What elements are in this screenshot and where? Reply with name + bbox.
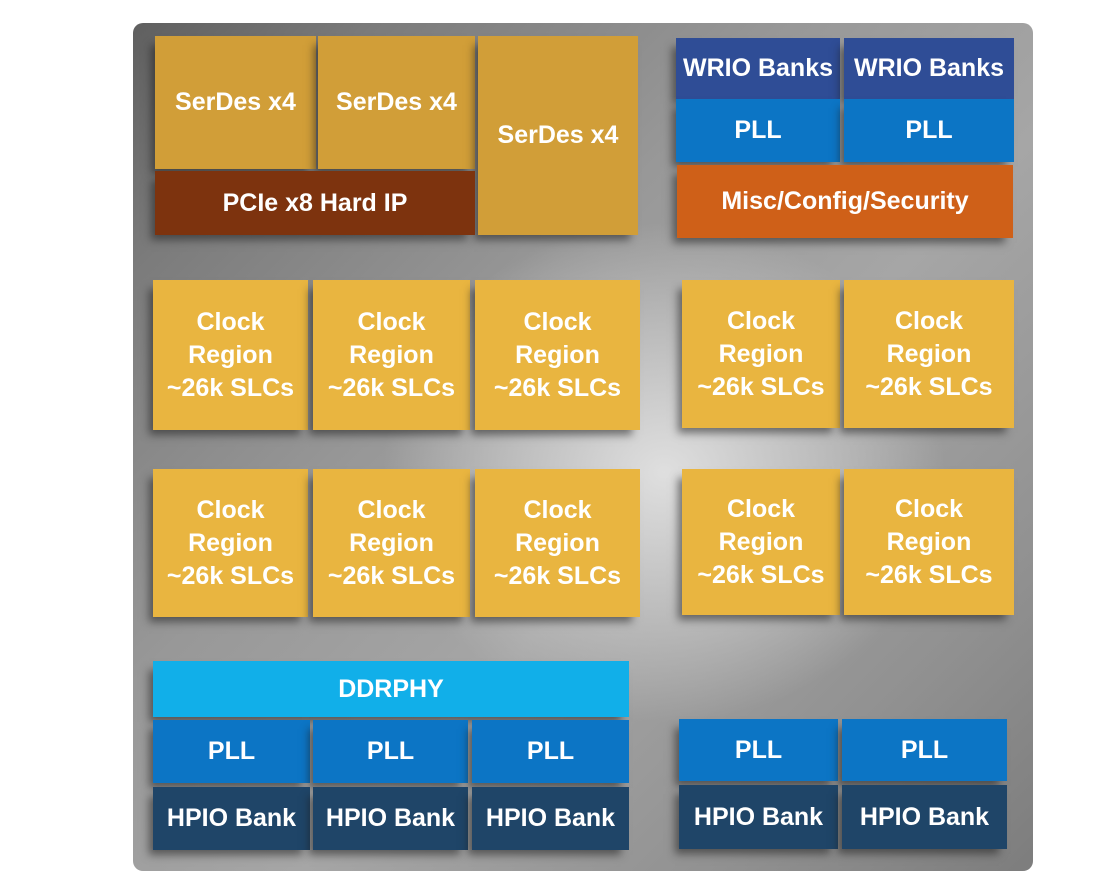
clock-region-line-1: Clock bbox=[523, 495, 592, 524]
clock-region-label: Clock Region ~26k SLCs bbox=[328, 306, 455, 405]
clock-region-line-1: Clock bbox=[726, 306, 796, 335]
block-serdes-2: SerDes x4 bbox=[318, 36, 475, 169]
block-hpio-bank-3: HPIO Bank bbox=[472, 787, 629, 850]
hpio-bank-label: HPIO Bank bbox=[859, 802, 990, 831]
pll-label: PLL bbox=[734, 116, 782, 144]
clock-region-line-1: Clock bbox=[357, 495, 426, 524]
block-pll-bottom-right-1: PLL bbox=[679, 719, 838, 781]
clock-region-line-2: Region bbox=[515, 340, 600, 369]
hpio-bank-label: HPIO Bank bbox=[325, 804, 456, 832]
block-misc-config-security: Misc/Config/Security bbox=[677, 165, 1013, 238]
clock-region-line-3: ~26k SLCs bbox=[327, 561, 456, 590]
clock-region-label: Clock Region ~26k SLCs bbox=[167, 306, 294, 405]
block-ddrphy: DDRPHY bbox=[153, 661, 629, 717]
serdes-label: SerDes x4 bbox=[175, 88, 296, 116]
clock-region-line-3: ~26k SLCs bbox=[865, 560, 993, 589]
hpio-bank-label: HPIO Bank bbox=[485, 804, 616, 832]
clock-region-line-2: Region bbox=[886, 527, 972, 556]
clock-region-line-3: ~26k SLCs bbox=[327, 373, 456, 402]
block-hpio-bank-4: HPIO Bank bbox=[679, 785, 838, 849]
block-hpio-bank-5: HPIO Bank bbox=[842, 785, 1007, 849]
clock-region-label: Clock Region ~26k SLCs bbox=[494, 494, 621, 593]
clock-region-line-3: ~26k SLCs bbox=[166, 561, 295, 590]
clock-region-line-3: ~26k SLCs bbox=[697, 560, 825, 589]
pll-label: PLL bbox=[526, 737, 575, 765]
block-serdes-3: SerDes x4 bbox=[478, 36, 638, 235]
clock-region-line-3: ~26k SLCs bbox=[166, 373, 295, 402]
block-hpio-bank-1: HPIO Bank bbox=[153, 787, 310, 850]
pll-label: PLL bbox=[366, 737, 415, 765]
clock-region-line-1: Clock bbox=[523, 307, 592, 336]
clock-region-line-2: Region bbox=[718, 339, 804, 368]
chip-die-floorplan: SerDes x4 SerDes x4 SerDes x4 PCIe x8 Ha… bbox=[133, 23, 1033, 871]
clock-region-line-3: ~26k SLCs bbox=[865, 372, 993, 401]
block-clock-region-10: Clock Region ~26k SLCs bbox=[844, 469, 1014, 615]
clock-region-line-2: Region bbox=[188, 528, 273, 557]
pll-label: PLL bbox=[900, 735, 949, 764]
serdes-label: SerDes x4 bbox=[497, 121, 619, 149]
block-pll-bottom-left-3: PLL bbox=[472, 720, 629, 783]
clock-region-line-1: Clock bbox=[894, 494, 964, 523]
clock-region-line-2: Region bbox=[349, 528, 434, 557]
block-pll-top-1: PLL bbox=[676, 99, 840, 162]
clock-region-line-1: Clock bbox=[196, 307, 265, 336]
block-clock-region-5: Clock Region ~26k SLCs bbox=[844, 280, 1014, 428]
clock-region-label: Clock Region ~26k SLCs bbox=[494, 306, 621, 405]
pll-label: PLL bbox=[207, 737, 256, 765]
block-clock-region-2: Clock Region ~26k SLCs bbox=[313, 280, 470, 430]
block-clock-region-8: Clock Region ~26k SLCs bbox=[475, 469, 640, 617]
block-clock-region-6: Clock Region ~26k SLCs bbox=[153, 469, 308, 617]
clock-region-label: Clock Region ~26k SLCs bbox=[697, 493, 824, 592]
block-clock-region-3: Clock Region ~26k SLCs bbox=[475, 280, 640, 430]
block-clock-region-1: Clock Region ~26k SLCs bbox=[153, 280, 308, 430]
pll-label: PLL bbox=[905, 116, 953, 144]
wrio-banks-label: WRIO Banks bbox=[682, 54, 834, 82]
clock-region-label: Clock Region ~26k SLCs bbox=[167, 494, 294, 593]
clock-region-label: Clock Region ~26k SLCs bbox=[865, 305, 992, 404]
clock-region-line-1: Clock bbox=[196, 495, 265, 524]
wrio-banks-label: WRIO Banks bbox=[853, 54, 1005, 82]
clock-region-line-2: Region bbox=[718, 527, 804, 556]
clock-region-line-3: ~26k SLCs bbox=[493, 561, 622, 590]
clock-region-label: Clock Region ~26k SLCs bbox=[697, 305, 824, 404]
block-clock-region-4: Clock Region ~26k SLCs bbox=[682, 280, 840, 428]
block-hpio-bank-2: HPIO Bank bbox=[313, 787, 468, 850]
clock-region-line-3: ~26k SLCs bbox=[493, 373, 622, 402]
clock-region-label: Clock Region ~26k SLCs bbox=[865, 493, 992, 592]
pcie-label: PCIe x8 Hard IP bbox=[222, 188, 408, 217]
clock-region-line-3: ~26k SLCs bbox=[697, 372, 825, 401]
block-pll-bottom-left-1: PLL bbox=[153, 720, 310, 783]
block-pll-bottom-left-2: PLL bbox=[313, 720, 468, 783]
clock-region-line-1: Clock bbox=[726, 494, 796, 523]
block-clock-region-7: Clock Region ~26k SLCs bbox=[313, 469, 470, 617]
block-pll-top-2: PLL bbox=[844, 99, 1014, 162]
serdes-label: SerDes x4 bbox=[336, 88, 457, 116]
clock-region-label: Clock Region ~26k SLCs bbox=[328, 494, 455, 593]
ddrphy-label: DDRPHY bbox=[338, 674, 444, 703]
clock-region-line-2: Region bbox=[515, 528, 600, 557]
pll-label: PLL bbox=[734, 735, 783, 764]
block-clock-region-9: Clock Region ~26k SLCs bbox=[682, 469, 840, 615]
clock-region-line-1: Clock bbox=[357, 307, 426, 336]
clock-region-line-2: Region bbox=[188, 340, 273, 369]
block-pll-bottom-right-2: PLL bbox=[842, 719, 1007, 781]
block-serdes-1: SerDes x4 bbox=[155, 36, 316, 169]
block-wrio-banks-2: WRIO Banks bbox=[844, 38, 1014, 99]
block-pcie-hard-ip: PCIe x8 Hard IP bbox=[155, 171, 475, 235]
clock-region-line-2: Region bbox=[349, 340, 434, 369]
block-wrio-banks-1: WRIO Banks bbox=[676, 38, 840, 99]
clock-region-line-2: Region bbox=[886, 339, 972, 368]
misc-config-security-label: Misc/Config/Security bbox=[721, 187, 969, 215]
hpio-bank-label: HPIO Bank bbox=[166, 804, 297, 832]
clock-region-line-1: Clock bbox=[894, 306, 964, 335]
hpio-bank-label: HPIO Bank bbox=[693, 802, 824, 831]
